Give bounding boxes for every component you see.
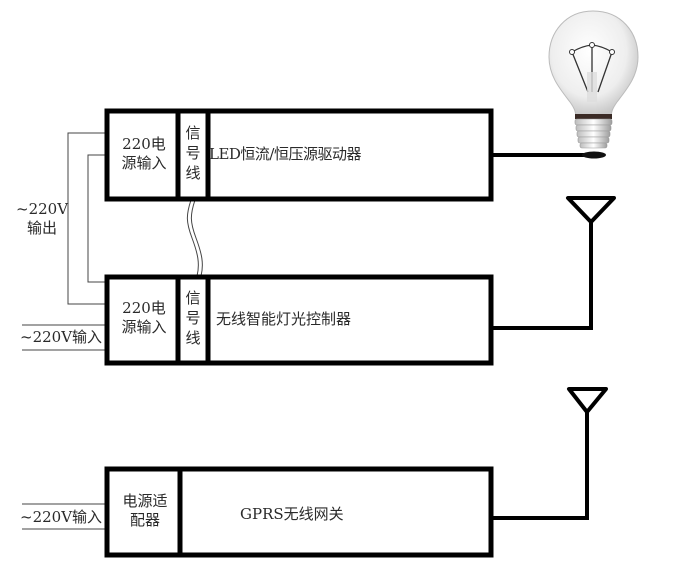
adapter-line2: 配器 (129, 511, 160, 529)
controller-module (104, 274, 494, 366)
signal-cable (186, 199, 203, 277)
inner-loop-wire (87, 154, 107, 283)
antenna-icon (566, 196, 616, 224)
controller-input-wires (22, 324, 107, 351)
driver-power-line1: 220电 (122, 135, 166, 153)
signal-char-3: 线 (185, 329, 201, 347)
controller-main-label: 无线智能灯光控制器 (216, 310, 352, 328)
outer-loop-wire (67, 132, 107, 305)
adapter-line1: 电源适 (122, 492, 168, 510)
signal-char-1: 信 (185, 124, 201, 142)
gateway-antenna-wire (491, 412, 589, 520)
signal-char-1: 信 (185, 289, 201, 307)
controller-power-line1: 220电 (122, 299, 166, 317)
output-line1: ~220V (16, 200, 69, 218)
output-line2: 输出 (26, 219, 57, 237)
driver-power-input-label: 220电 源输入 (110, 135, 178, 173)
controller-power-input-label: 220电 源输入 (110, 299, 178, 337)
driver-power-line2: 源输入 (121, 154, 167, 172)
controller-module-outline (104, 274, 494, 366)
output-loop-wires (67, 132, 107, 305)
driver-signal-label: 信 号 线 (181, 123, 205, 183)
gateway-input-label: ~220V输入 (20, 508, 103, 526)
gateway-module-outline (104, 466, 494, 558)
controller-input-label: ~220V输入 (20, 328, 103, 346)
signal-char-3: 线 (185, 164, 201, 182)
driver-main-label: LED恒流/恒压源驱动器 (209, 145, 362, 163)
controller-signal-label: 信 号 线 (181, 288, 205, 348)
output-220v-label: ~220V 输出 (16, 200, 68, 238)
gateway-main-label: GPRS无线网关 (240, 505, 344, 523)
signal-char-2: 号 (185, 144, 201, 162)
gateway-input-wires (22, 503, 107, 530)
signal-char-2: 号 (185, 309, 201, 327)
light-bulb-icon (548, 10, 639, 159)
gateway-module (104, 466, 494, 558)
antenna-icon (567, 387, 608, 414)
gateway-adapter-label: 电源适 配器 (110, 492, 180, 530)
controller-antenna-wire (491, 222, 593, 330)
controller-power-line2: 源输入 (121, 318, 167, 336)
